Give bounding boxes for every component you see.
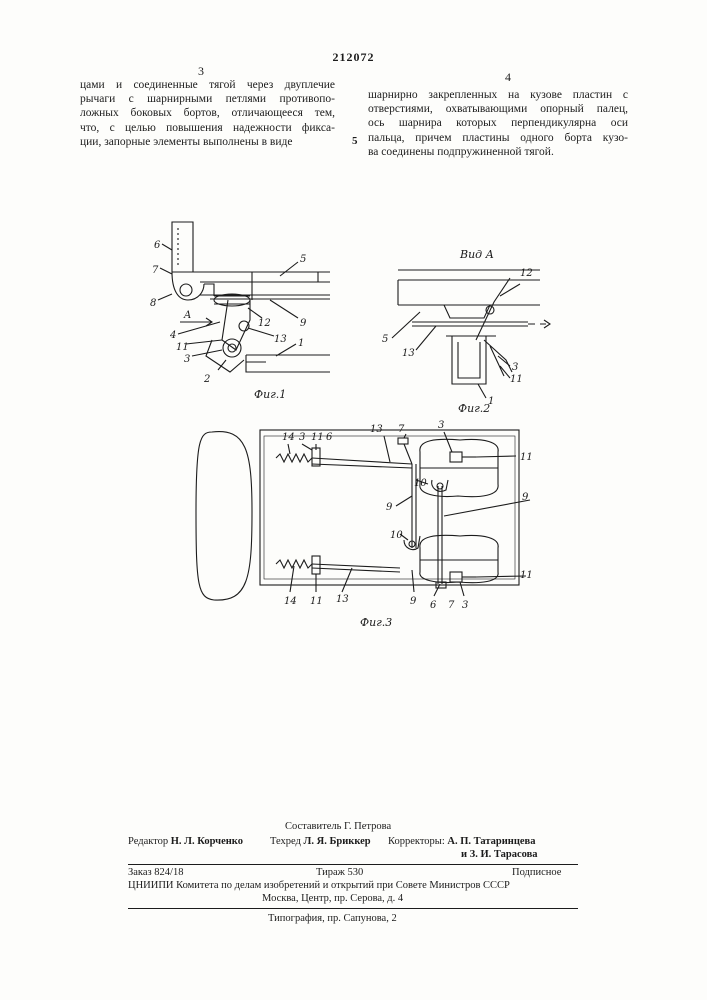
fig3-label-11-right: 11 xyxy=(520,452,533,463)
truck-cab xyxy=(196,432,252,601)
fig1-label-7: 7 xyxy=(152,265,159,276)
fig3-label-6-top: 6 xyxy=(326,432,333,443)
fig1-label-A: A xyxy=(183,310,191,321)
bracket-11 xyxy=(223,339,241,357)
fig1-label-3: 3 xyxy=(184,354,190,365)
frame-1-fig2 xyxy=(452,336,486,384)
fig3-label-9-left: 9 xyxy=(386,502,393,513)
footer-printer: Типография, пр. Сапунова, 2 xyxy=(268,912,397,925)
fig2-label-12: 12 xyxy=(520,268,533,279)
fig3-label-10-upper: 10 xyxy=(414,478,427,489)
hinge-7-top xyxy=(398,438,408,444)
frame-1 xyxy=(246,355,330,372)
rod-13-top xyxy=(312,458,412,468)
footer-correctors-label: Корректоры: xyxy=(388,836,445,847)
fig2-label-13: 13 xyxy=(402,348,415,359)
clamp-11-bottom-left xyxy=(312,556,320,574)
fig3-label-14-bottom: 14 xyxy=(284,596,297,607)
footer-corrector-1: А. П. Татаринцева xyxy=(447,836,535,847)
fig3-caption: Фиг.3 xyxy=(360,616,392,629)
fig1-label-11: 11 xyxy=(176,342,189,353)
fig3-label-13-bottom: 13 xyxy=(336,594,349,605)
hinge-pin-8 xyxy=(180,284,192,296)
fig3-label-3-bottom: 3 xyxy=(462,600,468,611)
fig3-label-9-bottom: 9 xyxy=(410,596,417,607)
clamp-3 xyxy=(484,340,512,376)
fig3-label-11-bottom: 11 xyxy=(310,596,323,607)
fig3-label-6-bottom: 6 xyxy=(430,600,437,611)
footer-divider-top xyxy=(128,864,578,865)
fig3-label-3-right: 3 xyxy=(438,420,444,431)
fig1-label-2: 2 xyxy=(203,374,210,385)
footer-subscription: Подписное xyxy=(512,866,561,879)
footer-address: Москва, Центр, пр. Серова, д. 4 xyxy=(262,892,403,905)
rod-9-left xyxy=(412,464,416,548)
footer-editor-label: Редактор xyxy=(128,836,168,847)
footer-editor-name: Н. Л. Корченко xyxy=(171,836,243,847)
fig1-caption: Фиг.1 xyxy=(254,388,286,401)
fig3-label-7-bottom: 7 xyxy=(448,600,455,611)
figure-3 xyxy=(196,430,530,600)
footer-institute: ЦНИИПИ Комитета по делам изобретений и о… xyxy=(128,879,510,892)
footer-tech-label: Техред xyxy=(270,836,301,847)
lever-10-upper xyxy=(432,480,448,491)
spring-14-top xyxy=(276,454,312,462)
footer-tech-row: Техред Л. Я. Бриккер xyxy=(270,835,371,848)
fig1-label-1: 1 xyxy=(298,338,304,349)
footer-divider-bottom xyxy=(128,908,578,909)
fig2-label-5: 5 xyxy=(382,334,388,345)
fig3-label-11-top: 11 xyxy=(311,432,324,443)
fig2-caption: Фиг.2 xyxy=(458,402,490,415)
wheel-pair-bottom xyxy=(420,535,498,582)
rod-13-fig2 xyxy=(412,322,528,326)
fig3-label-11-bottom-right: 11 xyxy=(520,570,533,581)
fig2-label-11: 11 xyxy=(510,374,523,385)
fig3-label-14-top: 14 xyxy=(282,432,295,443)
fig1-label-9: 9 xyxy=(300,318,307,329)
fig2-label-3: 3 xyxy=(512,362,518,373)
footer-order: Заказ 824/18 xyxy=(128,866,183,879)
footer-editor-row: Редактор Н. Л. Корченко xyxy=(128,835,243,848)
footer-correctors-row: Корректоры: А. П. Татаринцева xyxy=(388,835,535,848)
fig1-label-8: 8 xyxy=(150,298,156,309)
footer-compiler: Составитель Г. Петрова xyxy=(285,820,391,833)
figure-2 xyxy=(392,270,550,398)
body-platform-5-fig2 xyxy=(398,270,540,305)
rod-13-bottom xyxy=(312,564,400,572)
fig3-label-7-top: 7 xyxy=(398,424,405,435)
footer-circulation: Тираж 530 xyxy=(316,866,363,879)
fig2-view-title: Вид А xyxy=(459,248,494,261)
fig1-label-13: 13 xyxy=(274,334,287,345)
body-platform-5 xyxy=(192,272,330,282)
fig3-label-10-lower: 10 xyxy=(390,530,403,541)
fig1-label-6: 6 xyxy=(154,240,161,251)
footer-corrector-2: и З. И. Тарасова xyxy=(461,848,538,861)
fig1-label-4: 4 xyxy=(169,330,176,341)
patent-drawings: 6 7 8 A 4 11 3 2 5 12 9 13 1 Фиг.1 Вид А… xyxy=(0,0,707,680)
fig1-label-12: 12 xyxy=(258,318,271,329)
clamp-3-bottom xyxy=(450,572,462,582)
fig3-label-13-top: 13 xyxy=(370,424,383,435)
clamp-3-top xyxy=(450,452,462,462)
fig1-label-5: 5 xyxy=(300,254,306,265)
side-board-6 xyxy=(172,222,193,272)
fig3-label-9-right: 9 xyxy=(522,492,529,503)
footer-tech-name: Л. Я. Бриккер xyxy=(304,836,371,847)
clamp-11-top-left xyxy=(312,448,320,466)
lever-12 xyxy=(476,278,510,340)
lever-3 xyxy=(222,300,250,350)
fig3-label-3-top: 3 xyxy=(299,432,305,443)
